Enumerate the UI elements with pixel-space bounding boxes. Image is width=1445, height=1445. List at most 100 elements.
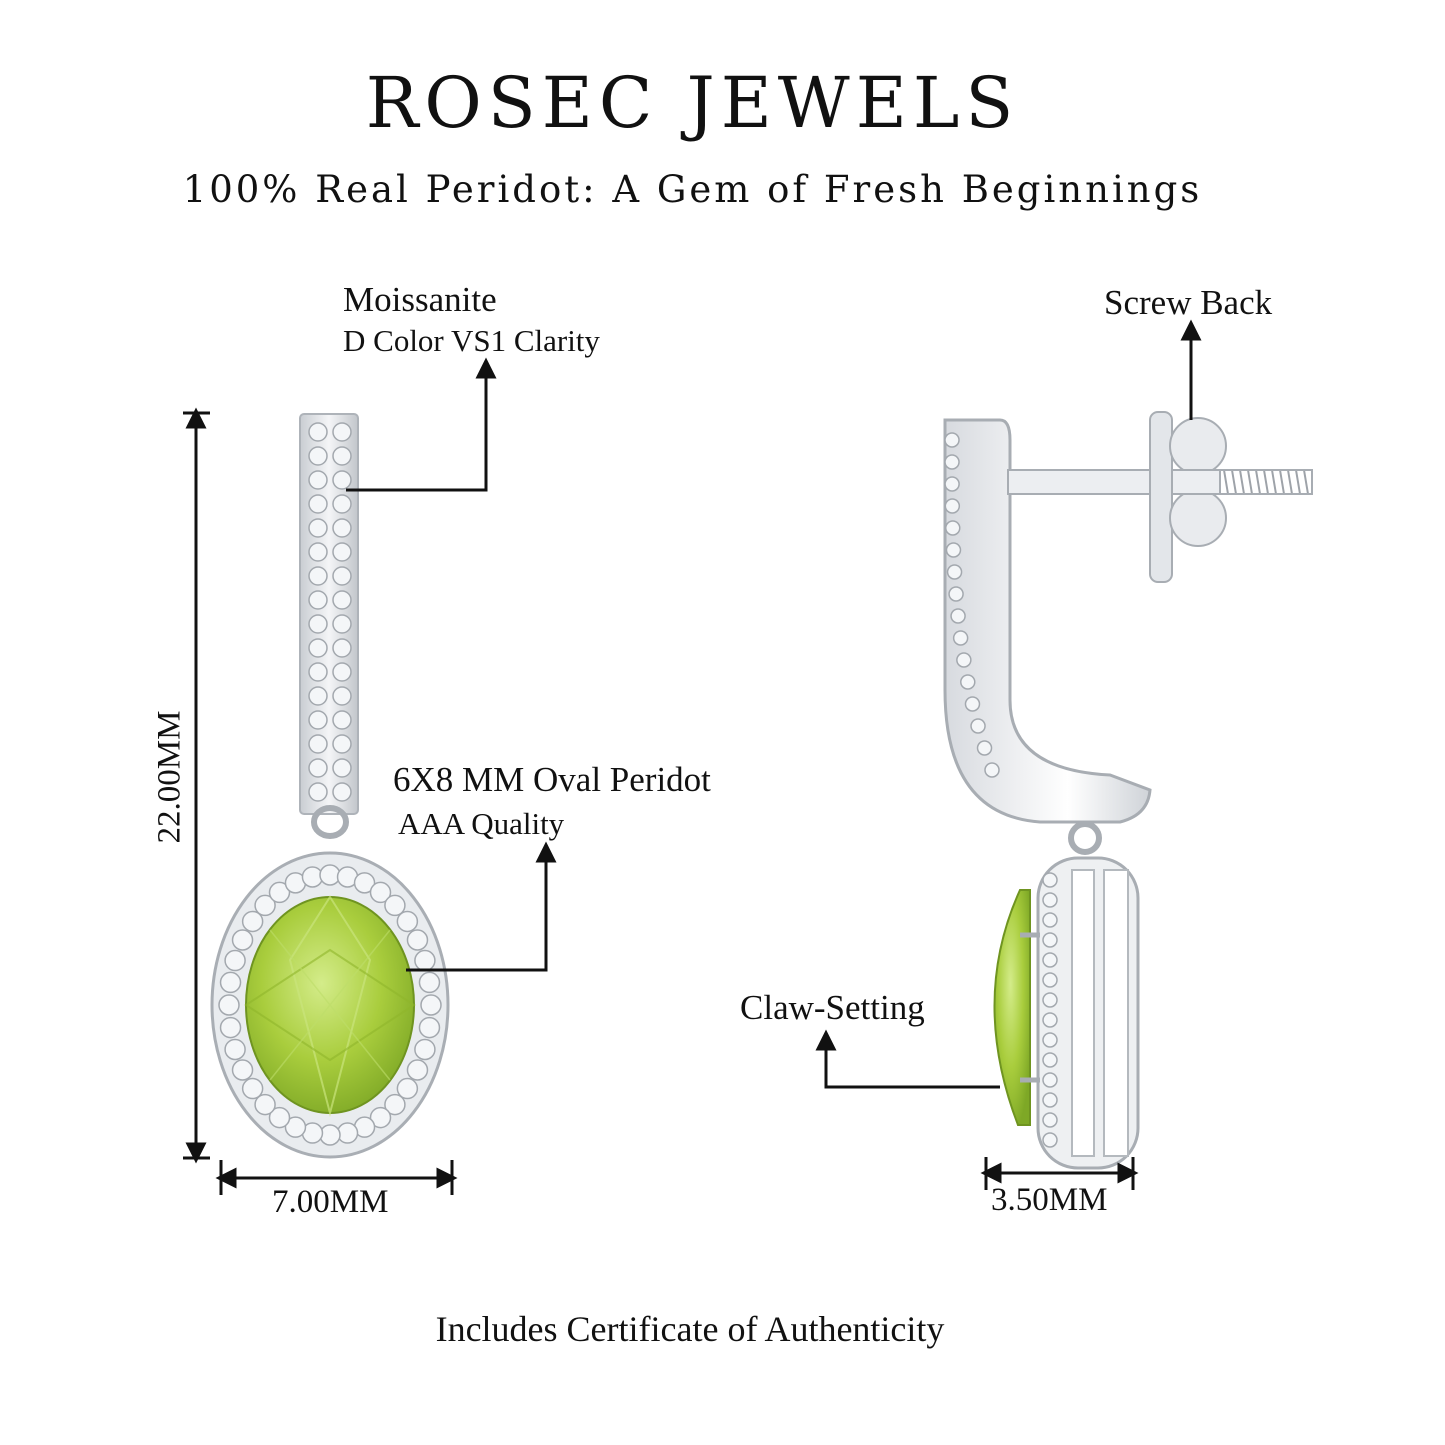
front-view-earring (210, 413, 450, 1159)
length-dimension: 22.00MM (151, 710, 188, 844)
pave-stone (332, 710, 352, 730)
pave-stone (332, 542, 352, 562)
side-pave-stone (946, 564, 963, 580)
pave-stone (308, 782, 328, 802)
pave-stone (332, 662, 352, 682)
tagline: 100% Real Peridot: A Gem of Fresh Beginn… (182, 168, 1203, 211)
side-pave-stone (970, 718, 986, 734)
side-pave-stone (944, 432, 960, 448)
leader-lines (346, 319, 1202, 1089)
pave-stone (308, 758, 328, 778)
side-pave-stone (964, 696, 981, 712)
pave-stone (332, 782, 352, 802)
side-halo-stone (1042, 892, 1058, 908)
pave-stone (308, 470, 328, 490)
halo-stone (420, 994, 442, 1016)
side-halo-stone (1042, 972, 1058, 988)
thread-line (1247, 469, 1253, 495)
side-pave-stone (944, 476, 960, 492)
halo-stones (218, 864, 442, 1146)
side-pave-stone (976, 740, 993, 756)
pave-stone (308, 518, 328, 538)
thread-line (1303, 469, 1309, 495)
thread-line (1279, 469, 1285, 495)
side-halo-stone (1042, 912, 1058, 928)
peridot-title: 6X8 MM Oval Peridot (393, 760, 711, 799)
halo-stone (284, 1116, 307, 1138)
halo-stone (369, 1106, 392, 1129)
side-pave-stone (950, 608, 966, 624)
pave-stone (308, 494, 328, 514)
pave-stone (308, 422, 328, 442)
bail (311, 805, 349, 839)
halo-stone (384, 1093, 406, 1116)
pave-stone (332, 494, 352, 514)
j-hoop (943, 418, 1152, 824)
thread-line (1231, 469, 1237, 495)
side-halo-stones (1042, 872, 1058, 1148)
pave-stone (308, 542, 328, 562)
side-halo-stone (1042, 1132, 1058, 1148)
side-halo-stone (1042, 952, 1058, 968)
post (1007, 469, 1157, 495)
pave-stone (308, 566, 328, 586)
halo-stone (414, 949, 436, 972)
halo-stone (396, 1077, 419, 1100)
side-pave-stone (956, 652, 972, 668)
pave-stone (308, 590, 328, 610)
side-pave-stone (944, 454, 960, 470)
pave-stone (332, 614, 352, 634)
pave-stone (308, 710, 328, 730)
thread-line (1271, 469, 1277, 495)
halo-stone (268, 1106, 291, 1129)
pave-stone (332, 470, 352, 490)
side-bail (1068, 821, 1102, 855)
halo-stone (396, 910, 419, 933)
side-view-earring (943, 411, 1313, 1170)
pave-stone (332, 446, 352, 466)
pave-stone (308, 662, 328, 682)
halo-stone (418, 1016, 441, 1039)
side-pave-stones (944, 432, 1000, 778)
halo-stone (219, 1016, 242, 1039)
side-halo-stone (1042, 1052, 1058, 1068)
pave-stone (332, 590, 352, 610)
side-pave-stone (952, 630, 969, 646)
pave-stone (332, 758, 352, 778)
side-pave-stone (960, 674, 976, 690)
screw-threads (1219, 469, 1313, 495)
side-halo-stone (1042, 1072, 1058, 1088)
side-pave-stone (984, 762, 1000, 778)
thread-line (1223, 469, 1229, 495)
pave-stone (332, 638, 352, 658)
halo-stone (254, 894, 276, 917)
halo-stone (418, 971, 441, 994)
halo-stone (219, 971, 242, 994)
halo-stone (241, 910, 264, 933)
halo-stone (218, 994, 240, 1016)
side-halo-stone (1042, 872, 1058, 888)
pave-stone (308, 734, 328, 754)
brand-title: ROSEC JEWELS (365, 62, 1020, 144)
moissanite-detail: D Color VS1 Clarity (343, 323, 600, 358)
pave-stone (308, 638, 328, 658)
pave-stone (308, 614, 328, 634)
halo-stone (254, 1093, 276, 1116)
halo-stone (231, 929, 254, 951)
side-halo-stone (1042, 1112, 1058, 1128)
halo-stone (369, 881, 392, 904)
halo-stone (414, 1038, 436, 1061)
thread-line (1263, 469, 1269, 495)
halo-stone (353, 872, 376, 894)
side-halo-stone (1042, 1012, 1058, 1028)
screw-back-label: Screw Back (1104, 283, 1273, 322)
moissanite-title: Moissanite (343, 280, 497, 319)
pave-stone (332, 518, 352, 538)
claw-prongs (1020, 932, 1040, 1083)
peridot-detail: AAA Quality (398, 806, 565, 841)
halo-stone (406, 929, 429, 951)
dimension-lines (183, 407, 1139, 1195)
pave-stone (332, 686, 352, 706)
